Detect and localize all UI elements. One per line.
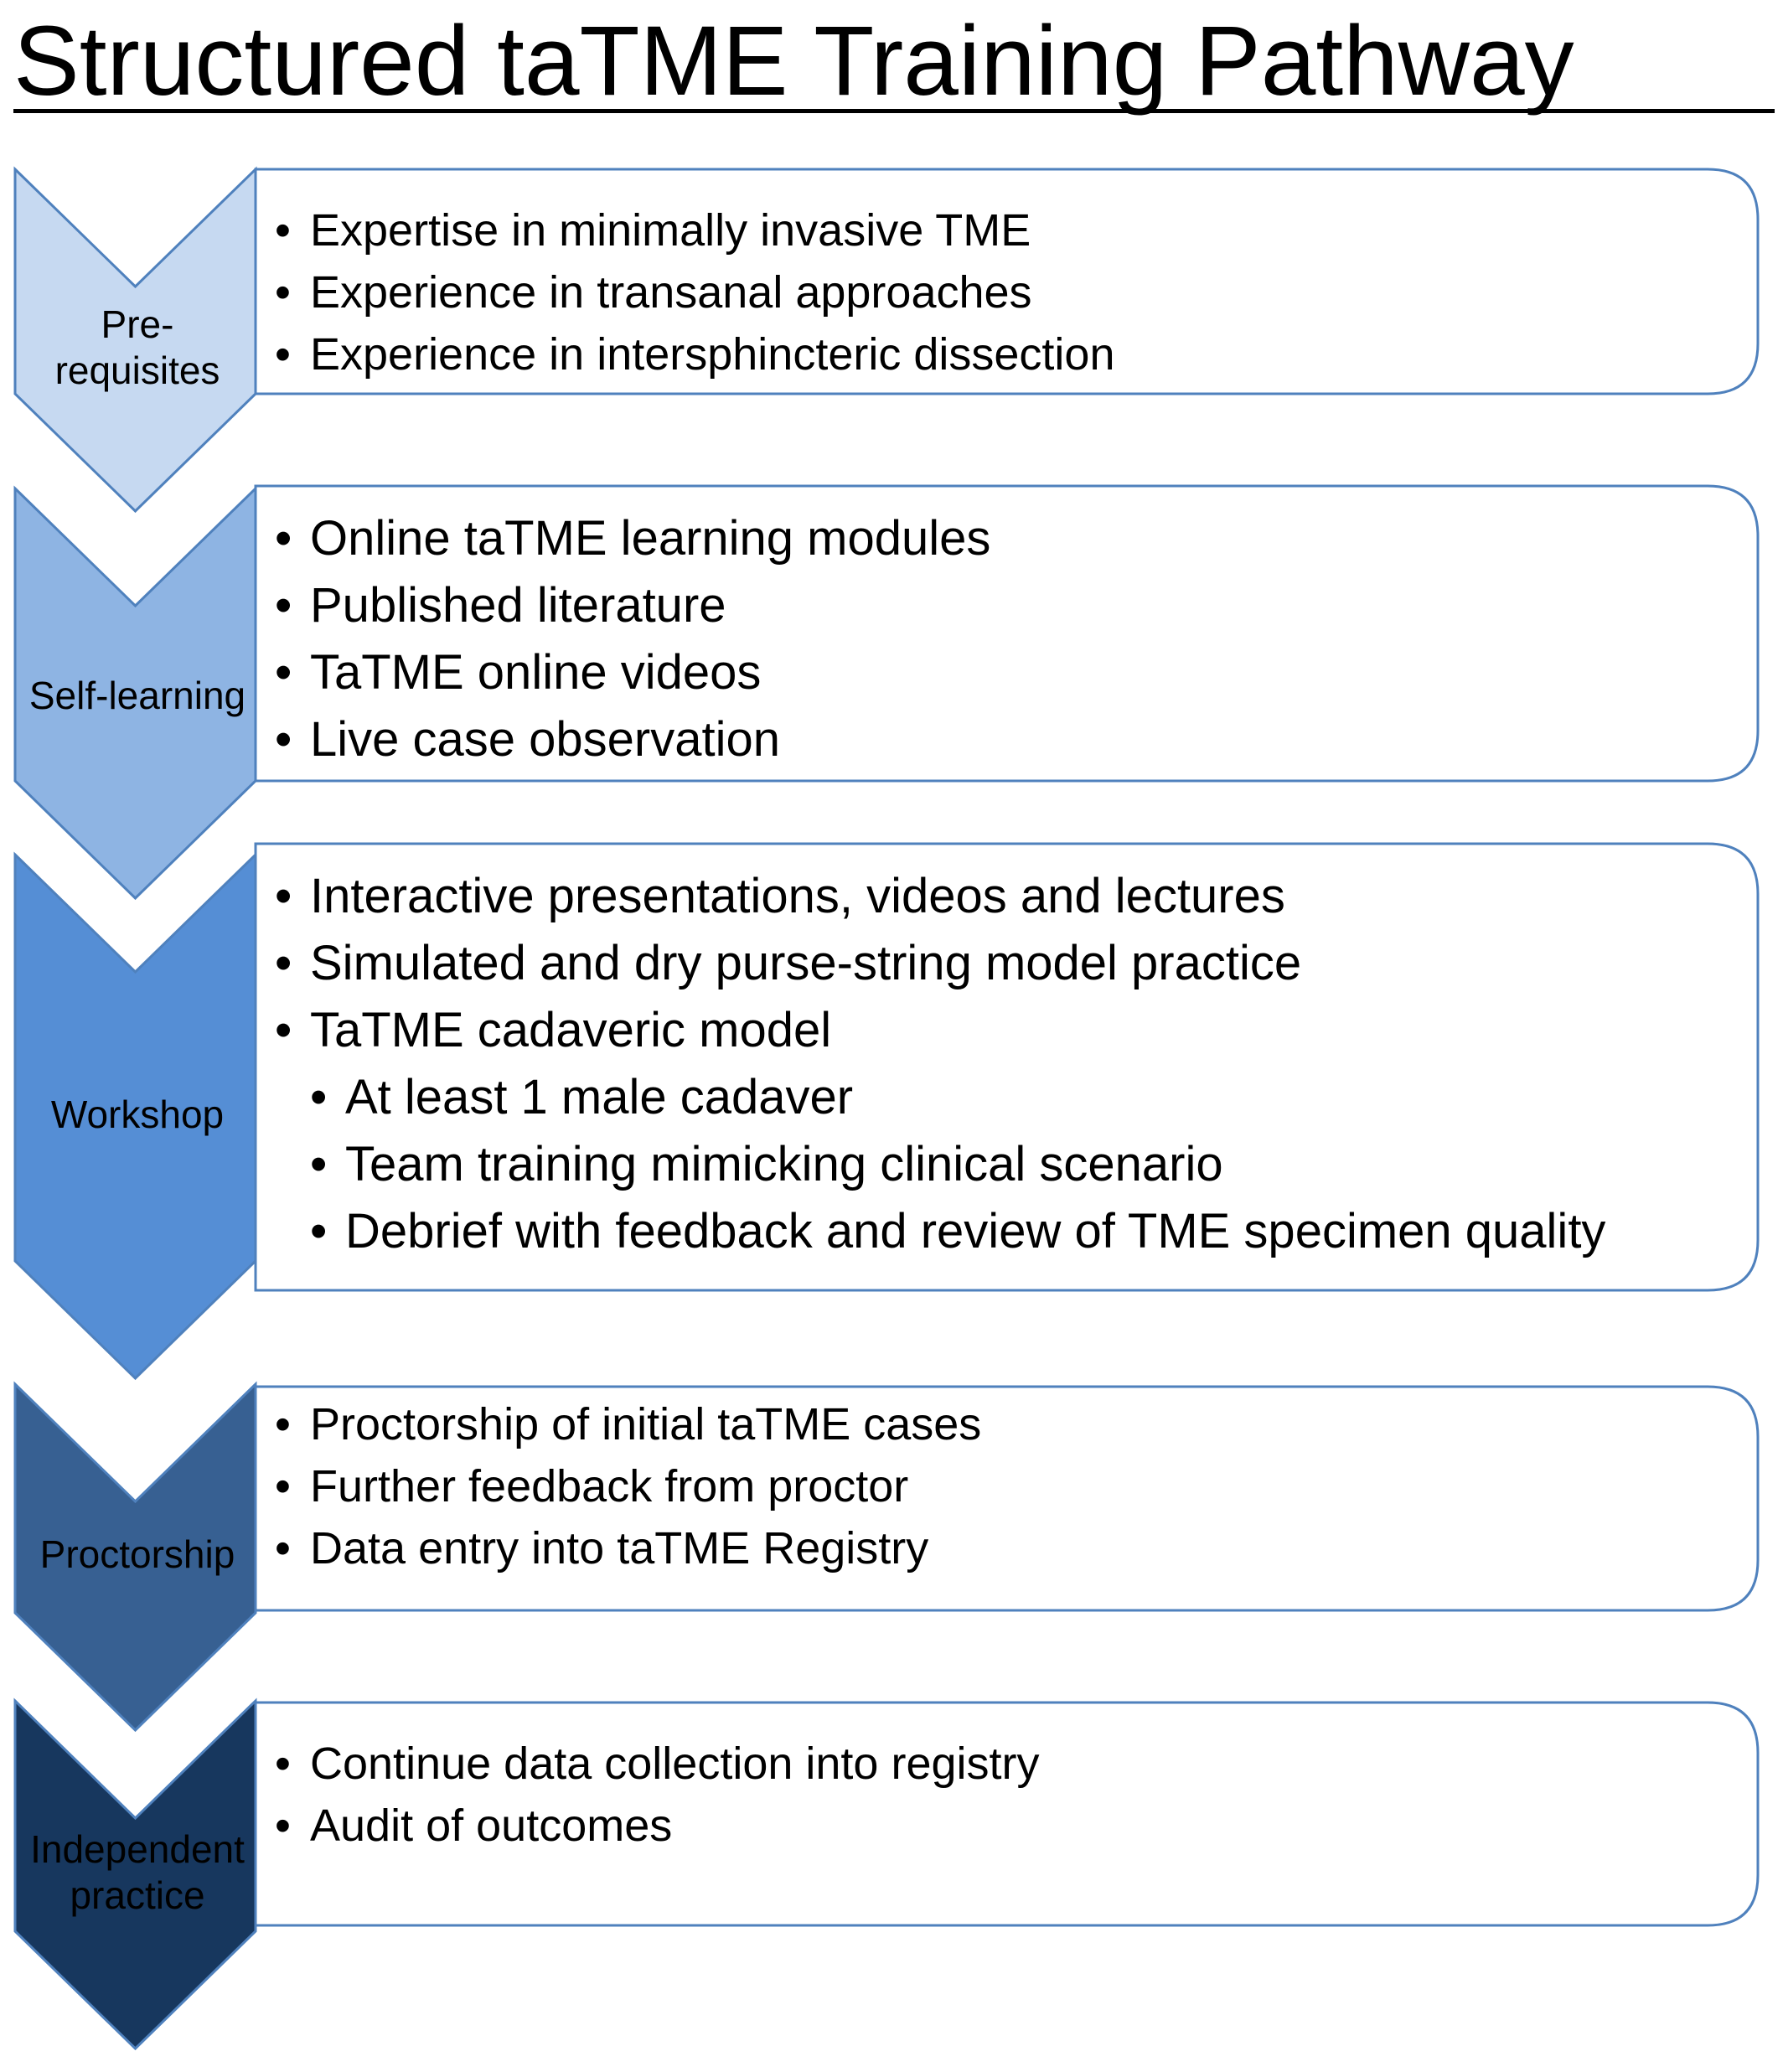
list-item: Further feedback from proctor <box>275 1455 981 1517</box>
list-item: Experience in intersphincteric dissectio… <box>275 323 1114 385</box>
list-item: Expertise in minimally invasive TME <box>275 199 1114 261</box>
stage-items-independent-practice: Continue data collection into registryAu… <box>275 1733 1040 1857</box>
list-item: TaTME cadaveric model <box>275 997 1605 1064</box>
stage-label-independent-practice: Independent practice <box>30 1827 245 1917</box>
stage-label-proctorship: Proctorship <box>39 1532 235 1576</box>
list-item: Online taTME learning modules <box>275 505 990 572</box>
list-item: Published literature <box>275 572 990 639</box>
title-underline <box>13 109 1775 113</box>
stage-label-workshop: Workshop <box>50 1092 225 1136</box>
list-item: TaTME online videos <box>275 639 990 706</box>
sub-list-item: Debrief with feedback and review of TME … <box>310 1198 1605 1265</box>
sub-list-item: Team training mimicking clinical scenari… <box>310 1131 1605 1198</box>
stage-items-prerequisites: Expertise in minimally invasive TMEExper… <box>275 199 1114 385</box>
list-item: Data entry into taTME Registry <box>275 1517 981 1579</box>
list-item: Proctorship of initial taTME cases <box>275 1393 981 1455</box>
list-item: Interactive presentations, videos and le… <box>275 863 1605 930</box>
stage-items-proctorship: Proctorship of initial taTME casesFurthe… <box>275 1393 981 1579</box>
list-item: Audit of outcomes <box>275 1795 1040 1857</box>
page-title: Structured taTME Training Pathway <box>13 6 1574 116</box>
list-item: Simulated and dry purse-string model pra… <box>275 930 1605 997</box>
list-item: Experience in transanal approaches <box>275 261 1114 323</box>
list-item: Live case observation <box>275 706 990 773</box>
sub-list-item: At least 1 male cadaver <box>310 1064 1605 1131</box>
stage-items-workshop: Interactive presentations, videos and le… <box>275 863 1605 1265</box>
stage-chevron-proctorship <box>13 1381 257 1733</box>
list-item: Continue data collection into registry <box>275 1733 1040 1795</box>
stage-items-self-learning: Online taTME learning modulesPublished l… <box>275 505 990 773</box>
stage-chevron-independent-practice <box>13 1697 257 2051</box>
stage-label-self-learning: Self-learning <box>28 673 246 717</box>
stage-label-prerequisites: Pre- requisites <box>54 302 220 392</box>
